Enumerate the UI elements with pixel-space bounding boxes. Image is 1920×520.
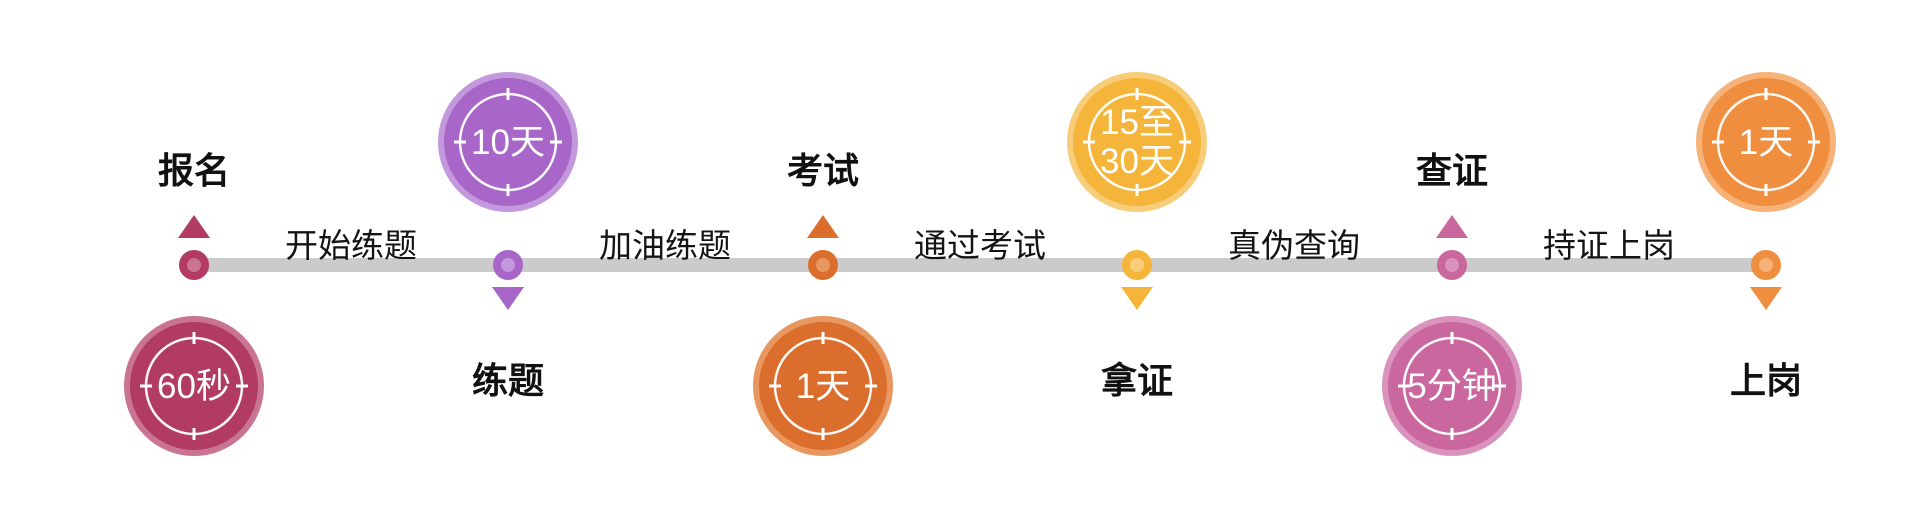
timeline-bar: [186, 258, 1778, 272]
segment-label: 真伪查询: [1228, 227, 1360, 264]
node-label: 拿证: [1100, 360, 1174, 401]
duration-label: 10天: [471, 122, 545, 162]
arrow-down-icon: [1121, 287, 1153, 310]
duration-label: 5分钟: [1407, 366, 1497, 406]
arrow-up-icon: [178, 215, 210, 238]
segment-label: 加油练题: [599, 227, 731, 264]
timeline-marker-dot: [1751, 250, 1781, 280]
clock-badge: 1天: [753, 316, 893, 456]
segment-label: 开始练题: [285, 227, 417, 264]
node-label: 查证: [1415, 150, 1489, 191]
arrow-up-icon: [807, 215, 839, 238]
duration-label: 1天: [795, 366, 851, 406]
node-label: 练题: [471, 360, 545, 401]
segment-label: 通过考试: [914, 227, 1046, 264]
duration-label: 1天: [1738, 122, 1794, 162]
arrow-down-icon: [492, 287, 524, 310]
arrow-down-icon: [1750, 287, 1782, 310]
timeline-marker-dot: [179, 250, 209, 280]
clock-face-icon: [1398, 332, 1506, 440]
clock-badge: 1天: [1696, 72, 1836, 212]
duration-label: 60秒: [157, 366, 231, 406]
clock-badge: 15至 30天: [1067, 72, 1207, 212]
timeline-marker-dot: [808, 250, 838, 280]
clock-face-icon: [454, 88, 562, 196]
node-label: 报名: [157, 150, 231, 191]
node-label: 上岗: [1729, 360, 1803, 401]
clock-face-icon: [1083, 88, 1191, 196]
clock-face-icon: [1712, 88, 1820, 196]
clock-badge: 5分钟: [1382, 316, 1522, 456]
clock-badge: 10天: [438, 72, 578, 212]
node-label: 考试: [786, 150, 860, 191]
duration-label: 15至 30天: [1100, 103, 1174, 181]
segment-label: 持证上岗: [1543, 227, 1675, 264]
clock-badge: 60秒: [124, 316, 264, 456]
timeline-marker-dot: [1122, 250, 1152, 280]
clock-face-icon: [769, 332, 877, 440]
timeline-marker-dot: [493, 250, 523, 280]
arrow-up-icon: [1436, 215, 1468, 238]
clock-face-icon: [140, 332, 248, 440]
timeline-marker-dot: [1437, 250, 1467, 280]
